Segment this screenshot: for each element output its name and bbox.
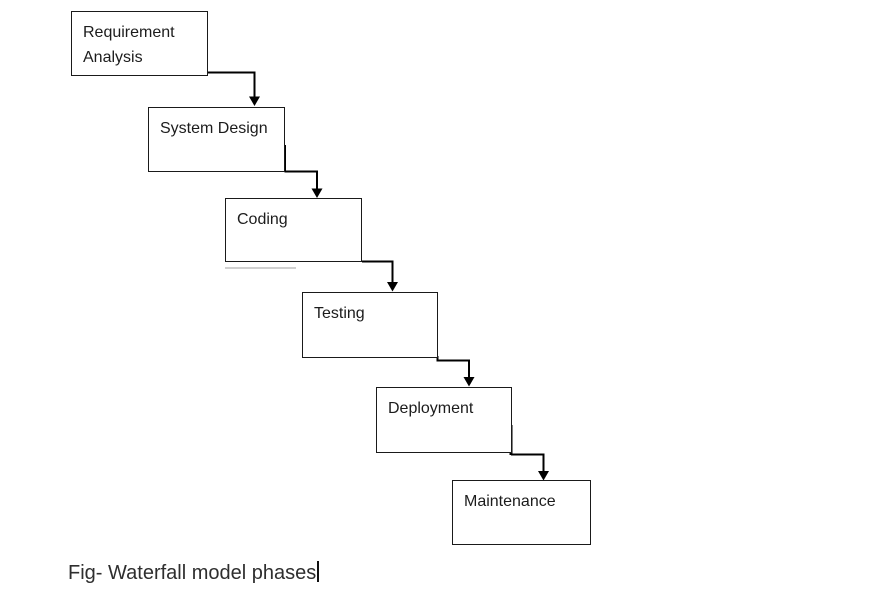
arrowhead-down-icon: [311, 188, 323, 198]
connector-3: [225, 260, 398, 292]
phase-box-requirement-analysis[interactable]: Requirement Analysis: [71, 11, 208, 76]
phase-box-testing[interactable]: Testing: [302, 292, 438, 358]
text-caret: [317, 561, 320, 582]
figure-caption-text: Fig- Waterfall model phases: [68, 562, 317, 584]
arrowhead-down-icon: [387, 282, 398, 292]
connector-2: [283, 145, 323, 198]
phase-label: Deployment: [388, 400, 474, 417]
connector-1: [208, 71, 260, 106]
phase-box-system-design[interactable]: System Design: [148, 107, 285, 172]
phase-label: System Design: [160, 120, 268, 137]
figure-caption[interactable]: Fig- Waterfall model phases: [68, 561, 320, 586]
phase-label: Testing: [314, 305, 365, 322]
arrowhead-down-icon: [463, 377, 475, 387]
connector-4: [436, 356, 475, 387]
phase-label: Requirement Analysis: [83, 24, 175, 66]
phase-box-coding[interactable]: Coding: [225, 198, 362, 262]
phase-box-maintenance[interactable]: Maintenance: [452, 480, 591, 545]
phase-label: Maintenance: [464, 493, 556, 510]
phase-label: Coding: [237, 211, 288, 228]
arrowhead-down-icon: [249, 96, 260, 106]
phase-box-deployment[interactable]: Deployment: [376, 387, 512, 453]
connector-5: [509, 425, 549, 481]
